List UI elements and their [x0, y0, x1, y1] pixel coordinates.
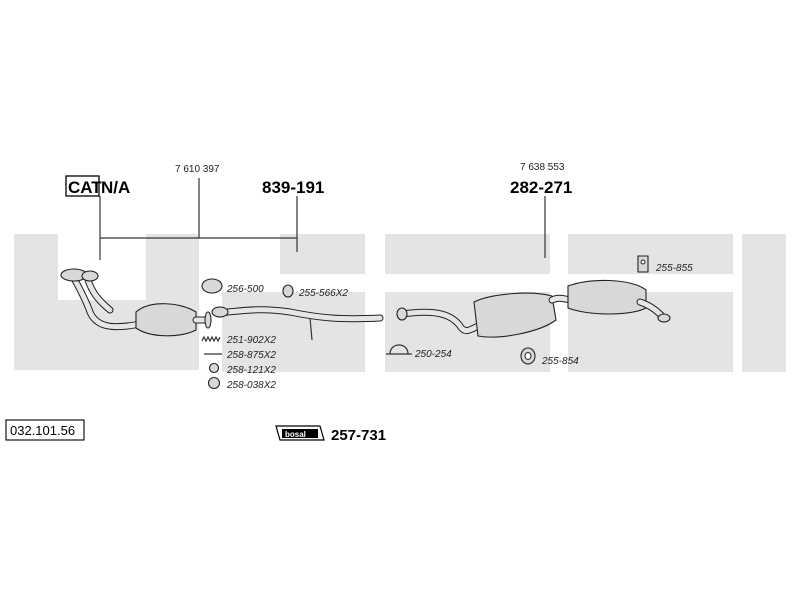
kit: bosal 257-731 — [275, 425, 386, 444]
intermediate-pipe — [211, 306, 384, 341]
downpipe — [60, 268, 144, 331]
kit-part-number: 257-731 — [331, 427, 386, 444]
accessory-nut: 258-038X2 — [207, 376, 276, 391]
accessory-hanger-label: 255-855 — [655, 263, 693, 274]
accessory-clamp-u: 250-254 — [386, 344, 452, 360]
accessory-clamp-ring: 255-566X2 — [282, 284, 348, 299]
accessory-spring: 251-902X2 — [201, 335, 276, 346]
accessory-hanger: 255-855 — [637, 255, 693, 274]
cat-status: N/A — [101, 178, 130, 197]
front-oe-number: 7 610 397 — [175, 164, 220, 175]
accessory-nut-label: 258-038X2 — [226, 380, 276, 391]
catalog-code-box: 032.101.56 — [5, 419, 85, 441]
rear-oe-number: 7 638 553 — [520, 162, 565, 173]
accessory-gasket: 256-500 — [201, 278, 264, 295]
cat-label: CAT — [68, 178, 102, 197]
accessory-clamp-ring-label: 255-566X2 — [298, 288, 348, 299]
accessory-bolt-label: 258-875X2 — [226, 350, 276, 361]
cat-label-box: CAT — [65, 175, 102, 197]
accessory-rubber-ring-label: 255-854 — [541, 356, 579, 367]
accessory-bolt: 258-875X2 — [204, 350, 276, 361]
kit-box-label: bosal — [285, 430, 306, 439]
catalog-code: 032.101.56 — [10, 423, 75, 438]
accessory-gasket-label: 256-500 — [226, 284, 264, 295]
front-bracket — [99, 178, 298, 260]
rear-part-number: 282-271 — [510, 178, 572, 197]
middle-silencer — [396, 292, 576, 338]
accessory-rubber-ring: 255-854 — [520, 347, 579, 367]
catalytic-converter — [135, 303, 212, 337]
rear-silencer — [567, 279, 671, 323]
accessory-clamp-u-label: 250-254 — [414, 349, 452, 360]
watermark — [14, 234, 786, 372]
front-part-number: 839-191 — [262, 178, 324, 197]
accessory-washer: 258-121X2 — [208, 362, 276, 376]
accessory-spring-label: 251-902X2 — [226, 335, 276, 346]
accessory-washer-label: 258-121X2 — [226, 365, 276, 376]
